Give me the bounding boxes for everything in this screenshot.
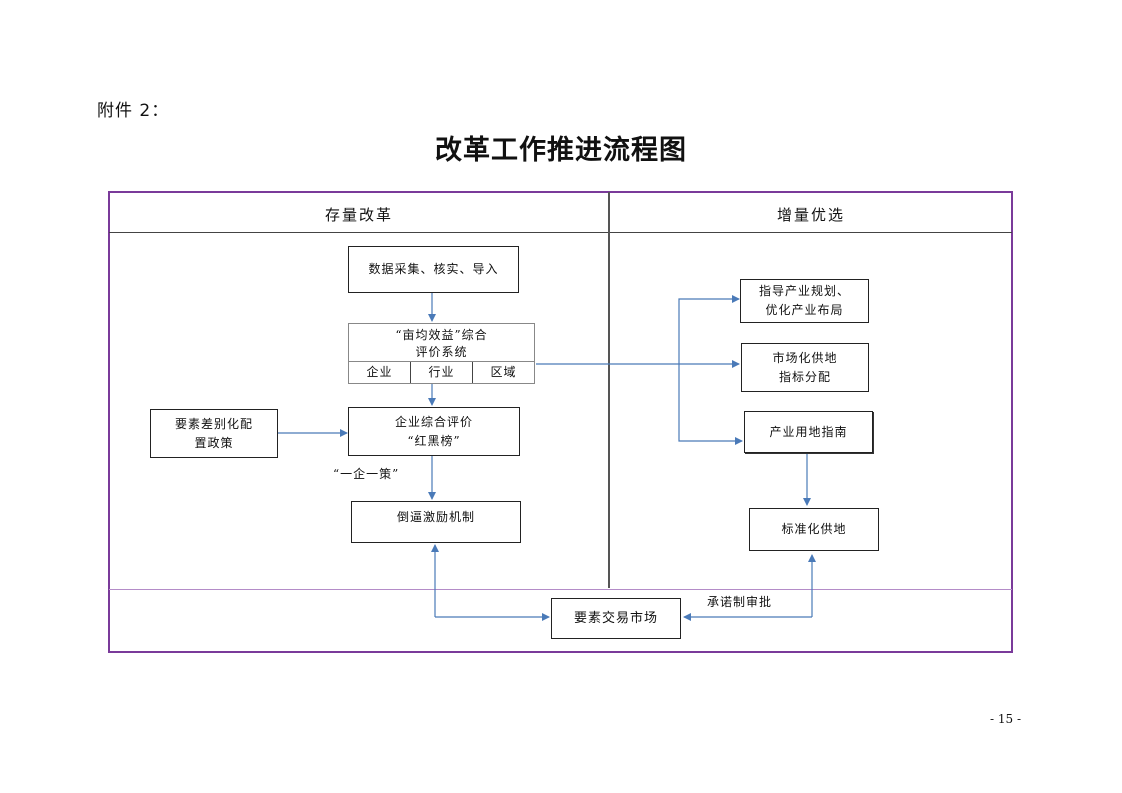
box-standard-supply: 标准化供地 xyxy=(749,508,879,551)
arrow-to-guide-layout xyxy=(678,295,740,364)
page-title: 改革工作推进流程图 xyxy=(435,135,687,166)
flowchart-frame xyxy=(108,191,1013,653)
box-differentiated-policy: 要素差别化配 置政策 xyxy=(150,409,278,458)
attachment-label: 附件 2： xyxy=(97,101,170,121)
box-data-collection: 数据采集、核实、导入 xyxy=(348,246,519,293)
enterprise-eval-line2: “红黑榜” xyxy=(407,433,461,448)
enterprise-eval-line1: 企业综合评价 xyxy=(394,414,473,429)
box-guide-layout: 指导产业规划、 优化产业布局 xyxy=(740,279,869,323)
eval-system-line2: 评价系统 xyxy=(415,345,468,359)
column-header-stock: 存量改革 xyxy=(324,206,393,224)
eval-cell-enterprise: 企业 xyxy=(349,362,411,383)
column-divider xyxy=(608,192,610,588)
land-guide-text: 产业用地指南 xyxy=(769,424,848,439)
guide-layout-line2: 优化产业布局 xyxy=(765,303,844,317)
box-enterprise-eval: 企业综合评价 “红黑榜” xyxy=(348,407,520,456)
box-market-supply: 市场化供地 指标分配 xyxy=(741,343,869,392)
arrow-to-land-guide xyxy=(678,364,743,445)
bottom-band-divider xyxy=(109,589,1012,590)
box-factor-market: 要素交易市场 xyxy=(551,598,681,639)
policy-line1: 要素差别化配 xyxy=(174,416,253,431)
column-header-increment: 增量优选 xyxy=(776,206,845,224)
eval-system-line1: “亩均效益”综合 xyxy=(395,328,488,342)
box-incentive: 倒逼激励机制 xyxy=(351,501,521,543)
box-evaluation-system: “亩均效益”综合 评价系统 企业 行业 区域 xyxy=(348,323,535,384)
eval-cell-region: 区域 xyxy=(490,365,517,379)
page-number: - 15 - xyxy=(990,712,1022,726)
box-land-guide: 产业用地指南 xyxy=(744,411,873,453)
box-data-collection-text: 数据采集、核实、导入 xyxy=(368,262,499,276)
eval-cell-industry: 行业 xyxy=(411,362,473,383)
standard-supply-text: 标准化供地 xyxy=(781,522,847,536)
policy-line2: 置政策 xyxy=(194,435,234,450)
incentive-text: 倒逼激励机制 xyxy=(396,510,475,524)
eval-system-cells: 企业 行业 区域 xyxy=(349,361,534,383)
guide-layout-line1: 指导产业规划、 xyxy=(758,284,850,298)
market-supply-line2: 指标分配 xyxy=(778,369,831,384)
label-commitment: 承诺制审批 xyxy=(707,595,773,609)
factor-market-text: 要素交易市场 xyxy=(573,611,658,626)
market-supply-line1: 市场化供地 xyxy=(772,350,838,365)
label-one-policy: “一企一策” xyxy=(333,467,400,481)
header-divider xyxy=(109,232,1012,233)
